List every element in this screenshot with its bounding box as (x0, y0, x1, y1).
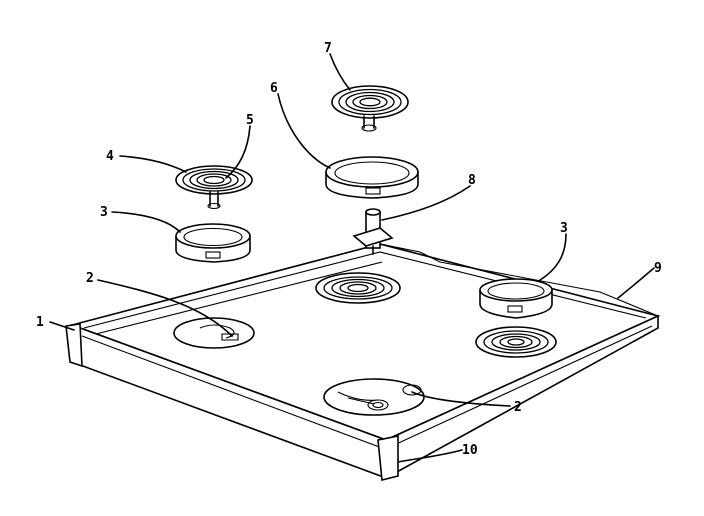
drip-bowl-left (175, 223, 251, 263)
receptacle (352, 208, 394, 255)
surface-unit-coil-left (175, 165, 253, 210)
callout-2: 2 (86, 271, 94, 286)
callout-1: 1 (36, 315, 44, 330)
callout-3: 3 (560, 221, 568, 236)
drip-bowl-large (325, 156, 419, 199)
drip-bowl-right (479, 278, 553, 319)
callout-10: 10 (462, 443, 478, 458)
callout-8: 8 (468, 173, 476, 188)
callout-5: 5 (246, 113, 254, 128)
surface-unit-coil-top (331, 85, 409, 132)
burner-opening-front (323, 378, 425, 416)
callout-9: 9 (654, 261, 662, 276)
callout-3: 3 (100, 205, 108, 220)
callout-2: 2 (514, 400, 522, 415)
burner-opening-left (173, 317, 255, 349)
callout-7: 7 (324, 41, 332, 56)
burner-coil-rear-center (315, 272, 401, 304)
callout-4: 4 (106, 149, 114, 164)
burner-coil-right (475, 326, 557, 358)
callout-6: 6 (270, 81, 278, 96)
callout-labels: 1 2 2 3 3 4 5 6 7 8 9 10 (36, 41, 662, 458)
leader-lines (49, 53, 655, 463)
